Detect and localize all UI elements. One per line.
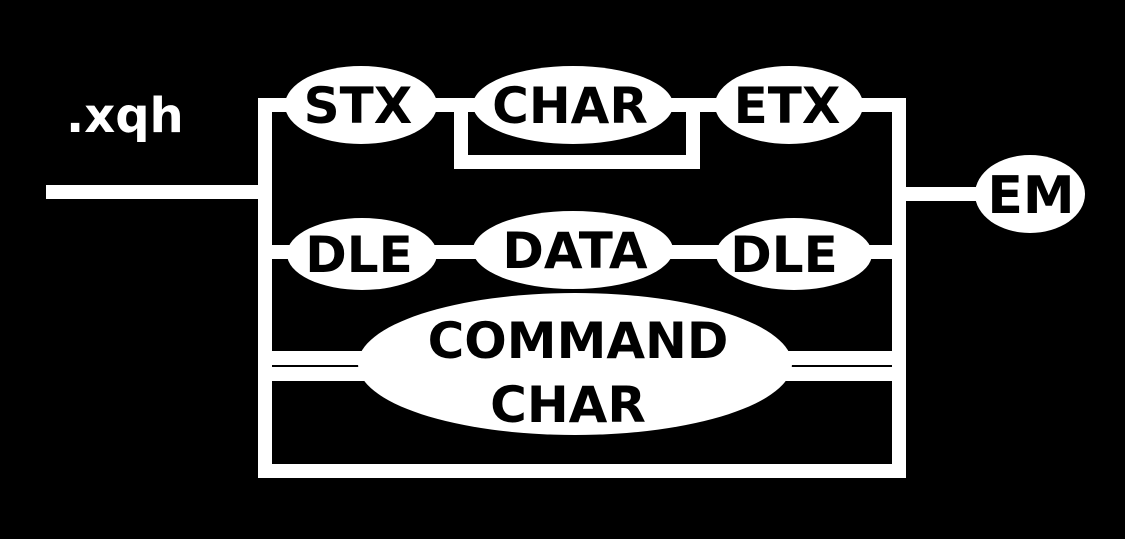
dle-start-ellipse <box>287 218 437 290</box>
data-node: DATA <box>473 211 673 289</box>
dle-start-node: DLE <box>287 218 437 290</box>
em-label: EM <box>987 166 1074 226</box>
etx-label: ETX <box>734 77 841 135</box>
command-char-ellipse <box>358 293 792 435</box>
char-label: CHAR <box>492 77 648 135</box>
char-node: CHAR <box>473 66 673 144</box>
command-char-label-line1: COMMAND <box>428 312 729 370</box>
etx-ellipse <box>715 66 863 144</box>
command-char-label-line2: CHAR <box>490 376 646 434</box>
em-ellipse <box>975 155 1085 233</box>
dle-start-label: DLE <box>305 226 413 284</box>
stx-ellipse <box>285 66 437 144</box>
dle-end-label: DLE <box>730 226 838 284</box>
data-label: DATA <box>502 222 648 280</box>
command-char-node: COMMAND CHAR <box>358 293 792 435</box>
stx-label: STX <box>304 77 413 135</box>
diagram-title: .xqh <box>66 88 184 144</box>
dle-end-ellipse <box>716 218 872 290</box>
etx-node: ETX <box>715 66 863 144</box>
data-ellipse <box>473 211 673 289</box>
stx-node: STX <box>285 66 437 144</box>
char-ellipse <box>473 66 673 144</box>
char-loop-line <box>454 105 700 169</box>
dle-end-node: DLE <box>716 218 872 290</box>
em-node: EM <box>975 155 1085 233</box>
